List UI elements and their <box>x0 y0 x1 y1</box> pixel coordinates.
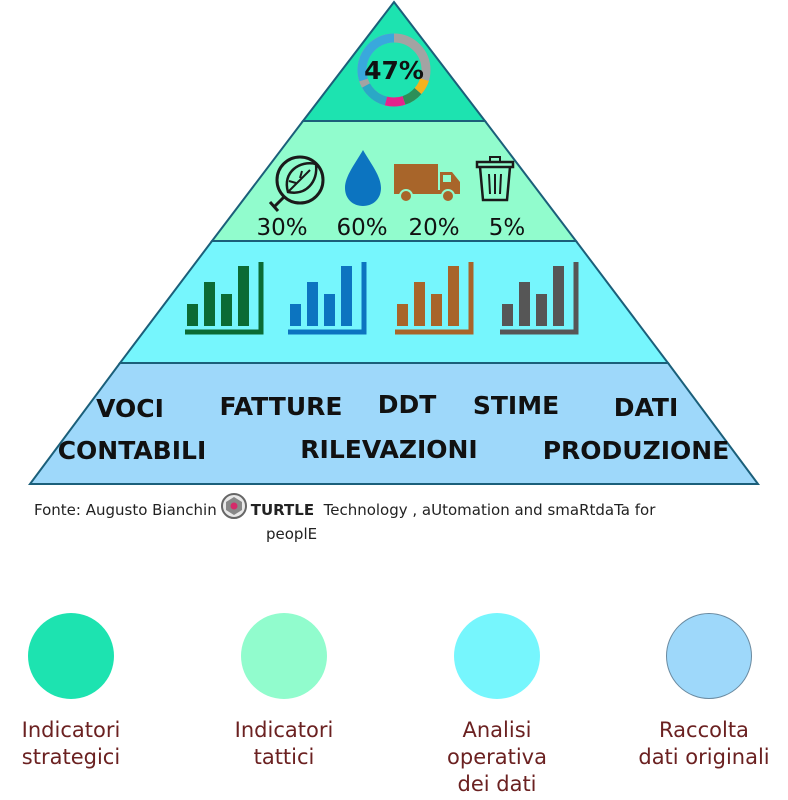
bar-chart-bar <box>431 294 442 326</box>
bar-chart-axis <box>395 262 474 335</box>
bar-chart-bar <box>536 294 547 326</box>
source-line2: peoplE <box>266 525 318 543</box>
base-word-produzione: PRODUZIONE <box>543 436 730 465</box>
strategic-percent: 47% <box>364 56 424 85</box>
base-word-ddt: DDT <box>378 390 437 419</box>
legend-label-tactical: Indicatori tattici <box>234 718 334 769</box>
source-suffix: Technology , aUtomation and smaRtdaTa fo… <box>323 501 656 519</box>
bar-chart-bar <box>290 304 301 326</box>
bar-chart-icon <box>395 262 474 335</box>
bar-chart-icon <box>500 262 579 335</box>
source-brand: TURTLE <box>250 501 315 519</box>
tactical-percent-waste: 5% <box>489 215 526 241</box>
leaf-plug-icon <box>268 155 325 212</box>
legend-circle-operative <box>454 613 540 699</box>
legend-circle-raw <box>666 613 752 699</box>
trash-bin-icon <box>475 156 515 202</box>
bar-chart-axis <box>185 262 264 335</box>
legend-label-raw: Raccolta dati originali <box>638 718 770 769</box>
bar-chart-bar <box>502 304 513 326</box>
base-word-rilevazioni: RILEVAZIONI <box>300 435 477 464</box>
bar-chart-icon <box>185 262 264 335</box>
bar-chart-bar <box>553 266 564 326</box>
bar-chart-icon <box>288 262 367 335</box>
legend-label-strategic: Indicatori strategici <box>21 718 121 769</box>
bar-chart-bar <box>238 266 249 326</box>
truck-icon <box>394 164 460 203</box>
legend-circle-tactical <box>241 613 327 699</box>
base-word-fatture: FATTURE <box>220 392 343 421</box>
base-word-contabili: CONTABILI <box>58 436 207 465</box>
donut-chart-icon: 47% <box>357 33 431 107</box>
bar-chart-bar <box>448 266 459 326</box>
bar-chart-bar <box>341 266 352 326</box>
source-prefix: Fonte: Augusto Bianchin <box>34 501 217 519</box>
bar-chart-axis <box>288 262 367 335</box>
bar-chart-axis <box>500 262 579 335</box>
tactical-percent-transport: 20% <box>408 215 459 241</box>
tactical-percent-energy: 30% <box>256 215 307 241</box>
legend-circle-strategic <box>28 613 114 699</box>
base-word-voci: VOCI <box>96 394 164 423</box>
legend-label-operative: Analisi operativa dei dati <box>447 718 547 796</box>
tier-operative <box>117 240 671 364</box>
bar-chart-bar <box>519 282 530 326</box>
bar-chart-bar <box>204 282 215 326</box>
water-drop-icon <box>345 150 381 206</box>
bar-chart-bar <box>221 294 232 326</box>
bar-chart-bar <box>187 304 198 326</box>
tier-raw-data <box>28 362 760 485</box>
turtle-logo-icon <box>220 492 248 525</box>
bar-chart-bar <box>324 294 335 326</box>
bar-chart-bar <box>307 282 318 326</box>
source-credit: Fonte: Augusto Bianchin TURTLE Technology… <box>34 492 734 544</box>
bar-chart-bar <box>397 304 408 326</box>
base-word-stime: STIME <box>473 391 559 420</box>
tactical-percent-water: 60% <box>336 215 387 241</box>
base-word-dati: DATI <box>614 393 679 422</box>
bar-chart-bar <box>414 282 425 326</box>
